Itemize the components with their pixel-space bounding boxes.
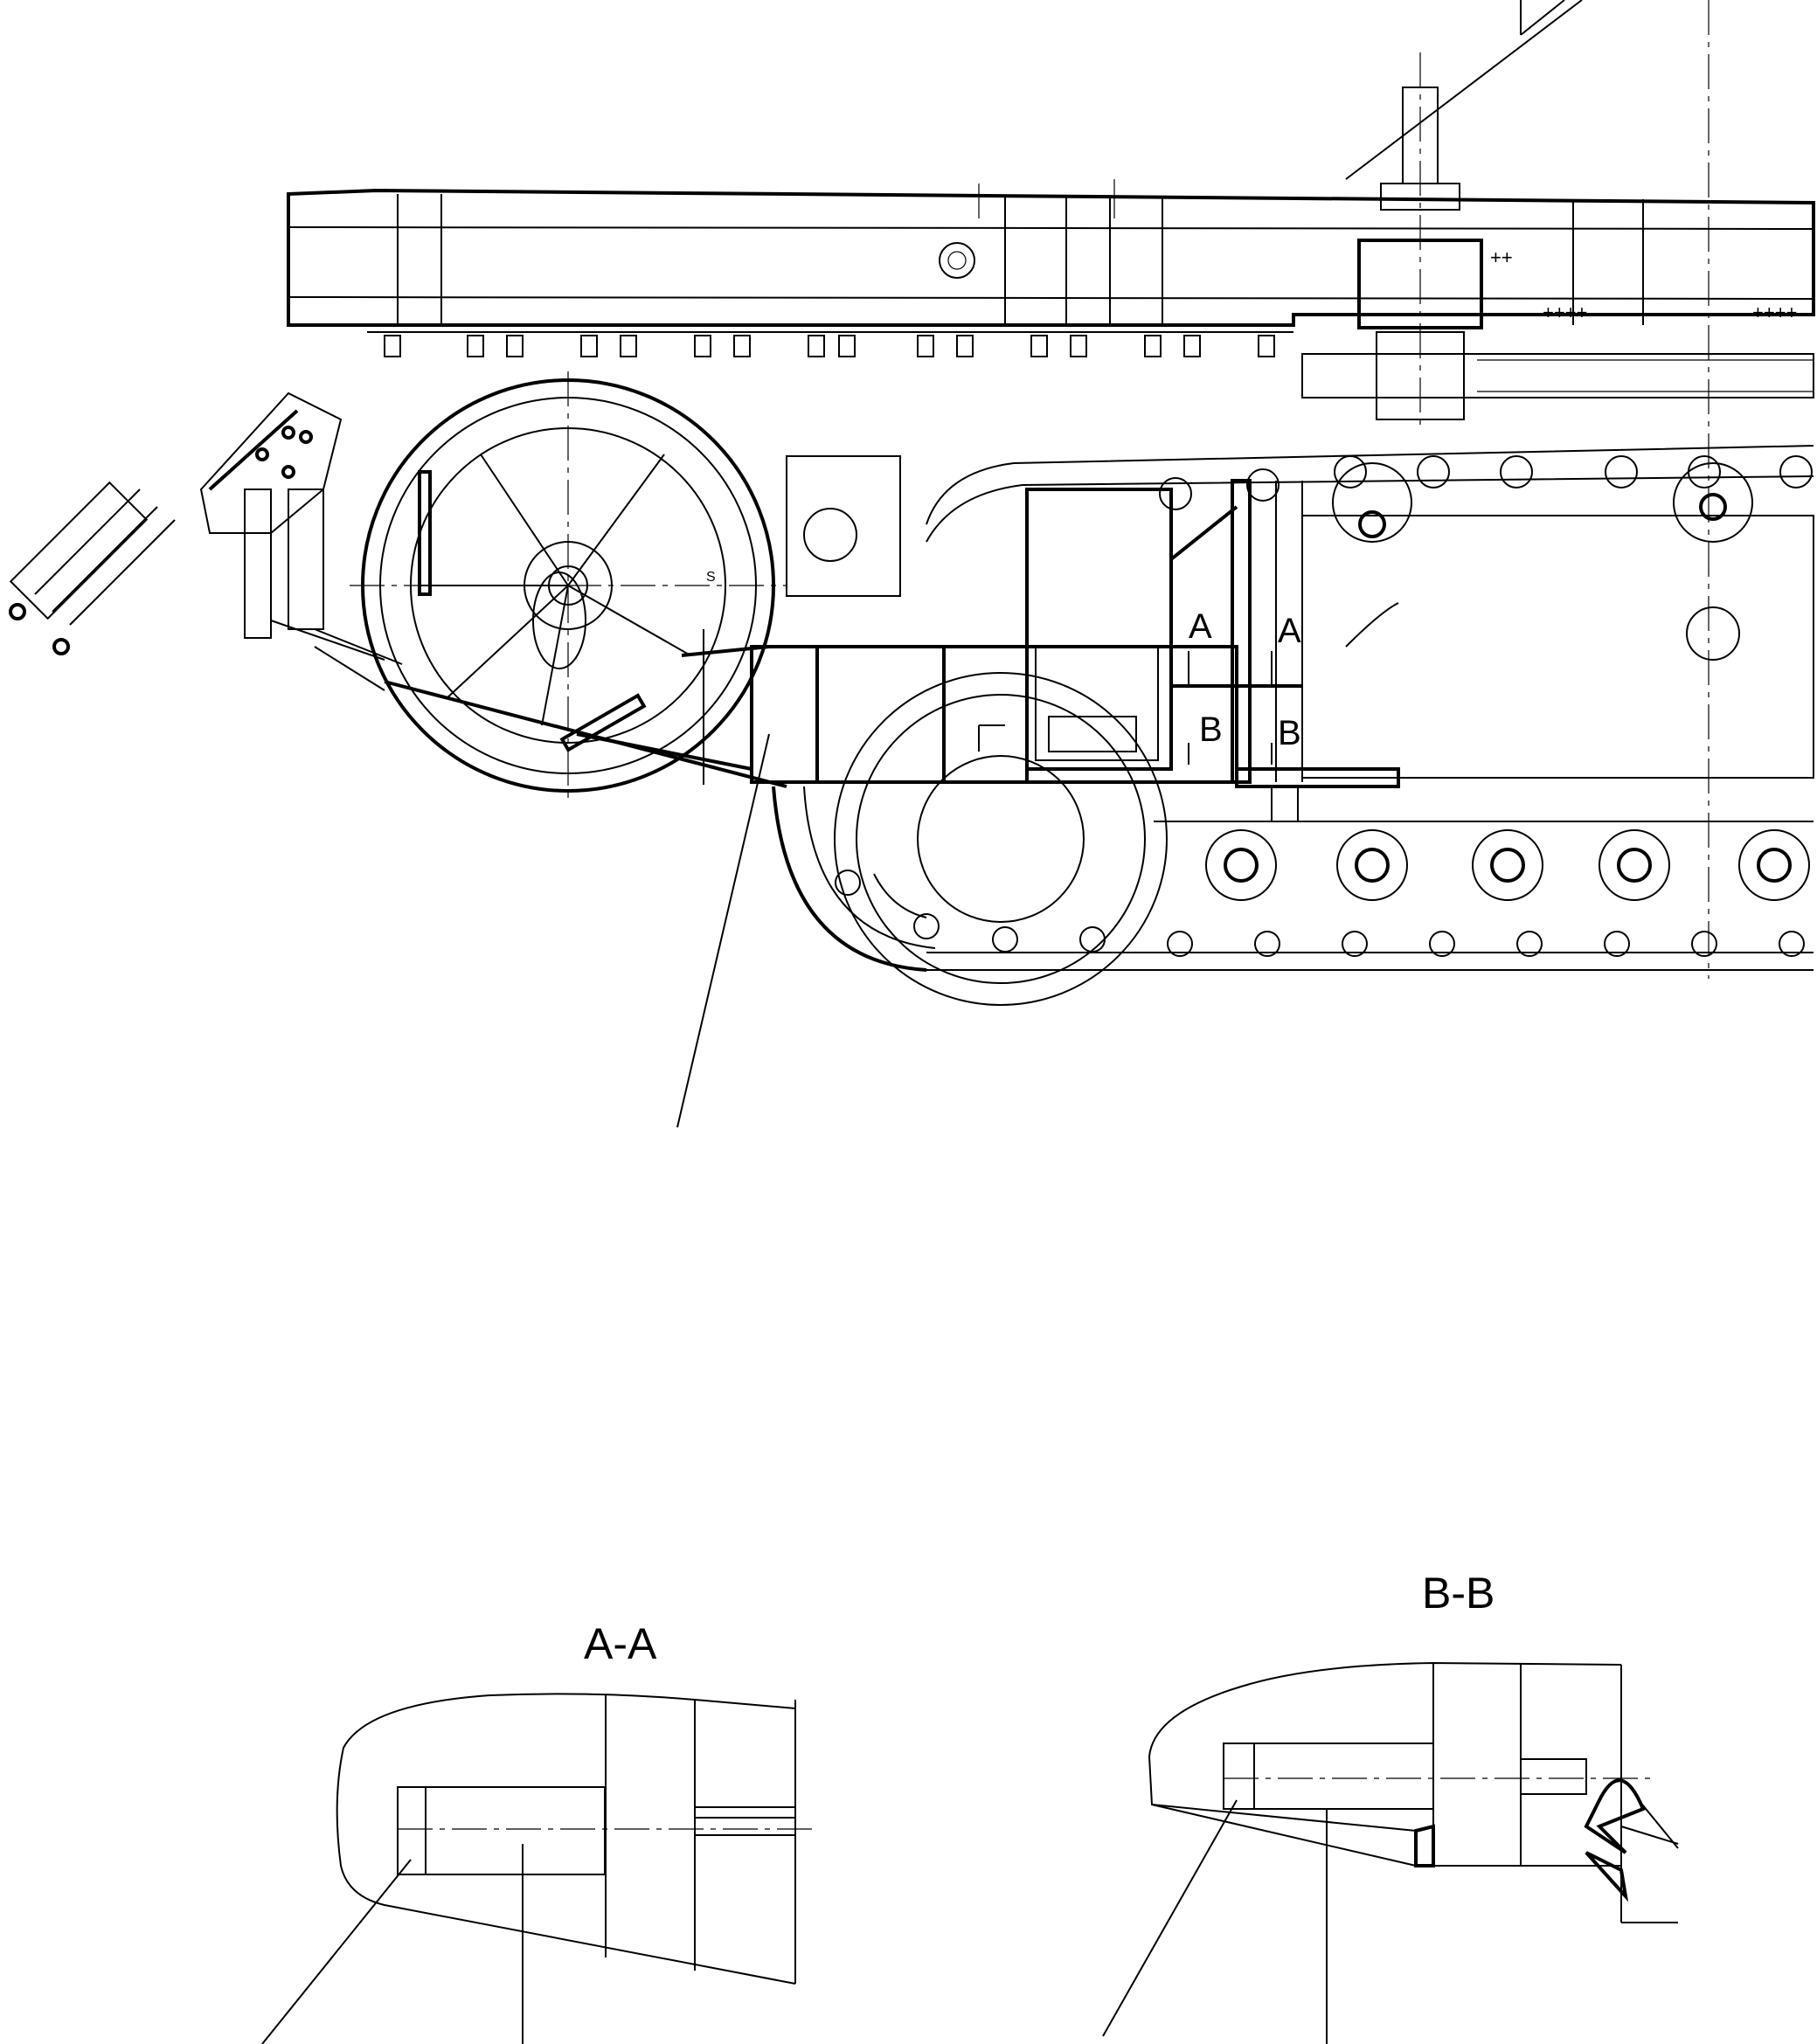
section-a-right: A (1278, 612, 1301, 650)
svg-text:++: ++ (1490, 246, 1513, 268)
track-frame (1235, 515, 1814, 822)
lower-track (926, 821, 1814, 971)
upper-frame-beam (287, 179, 1815, 357)
section-b-b: B-B (1102, 1569, 1679, 2044)
section-markers: A A B B S (706, 570, 1302, 765)
support-struts (384, 629, 787, 788)
section-b-right: B (1278, 714, 1301, 752)
slew-ring-assembly: ++ ++++ ++++ (1301, 0, 1814, 979)
small-s-label: S (706, 570, 716, 585)
cable-guide-arm (9, 391, 403, 691)
section-a-left: A (1189, 607, 1212, 646)
section-a-a: A-A (261, 1619, 813, 2044)
leader-line-main (676, 733, 770, 1128)
svg-text:++++: ++++ (1543, 301, 1587, 323)
svg-text:++++: ++++ (1752, 301, 1797, 323)
section-bb-title: B-B (1422, 1569, 1495, 1618)
section-b-left: B (1199, 710, 1223, 749)
crawler-machine-side-view: ++ ++++ ++++ (9, 0, 1815, 1128)
drive-sprocket (772, 672, 1168, 1006)
upper-track-chain (926, 445, 1814, 543)
section-aa-title: A-A (584, 1619, 657, 1668)
cable-reel-drum (350, 371, 787, 800)
frame-bolt-row (367, 331, 1293, 357)
